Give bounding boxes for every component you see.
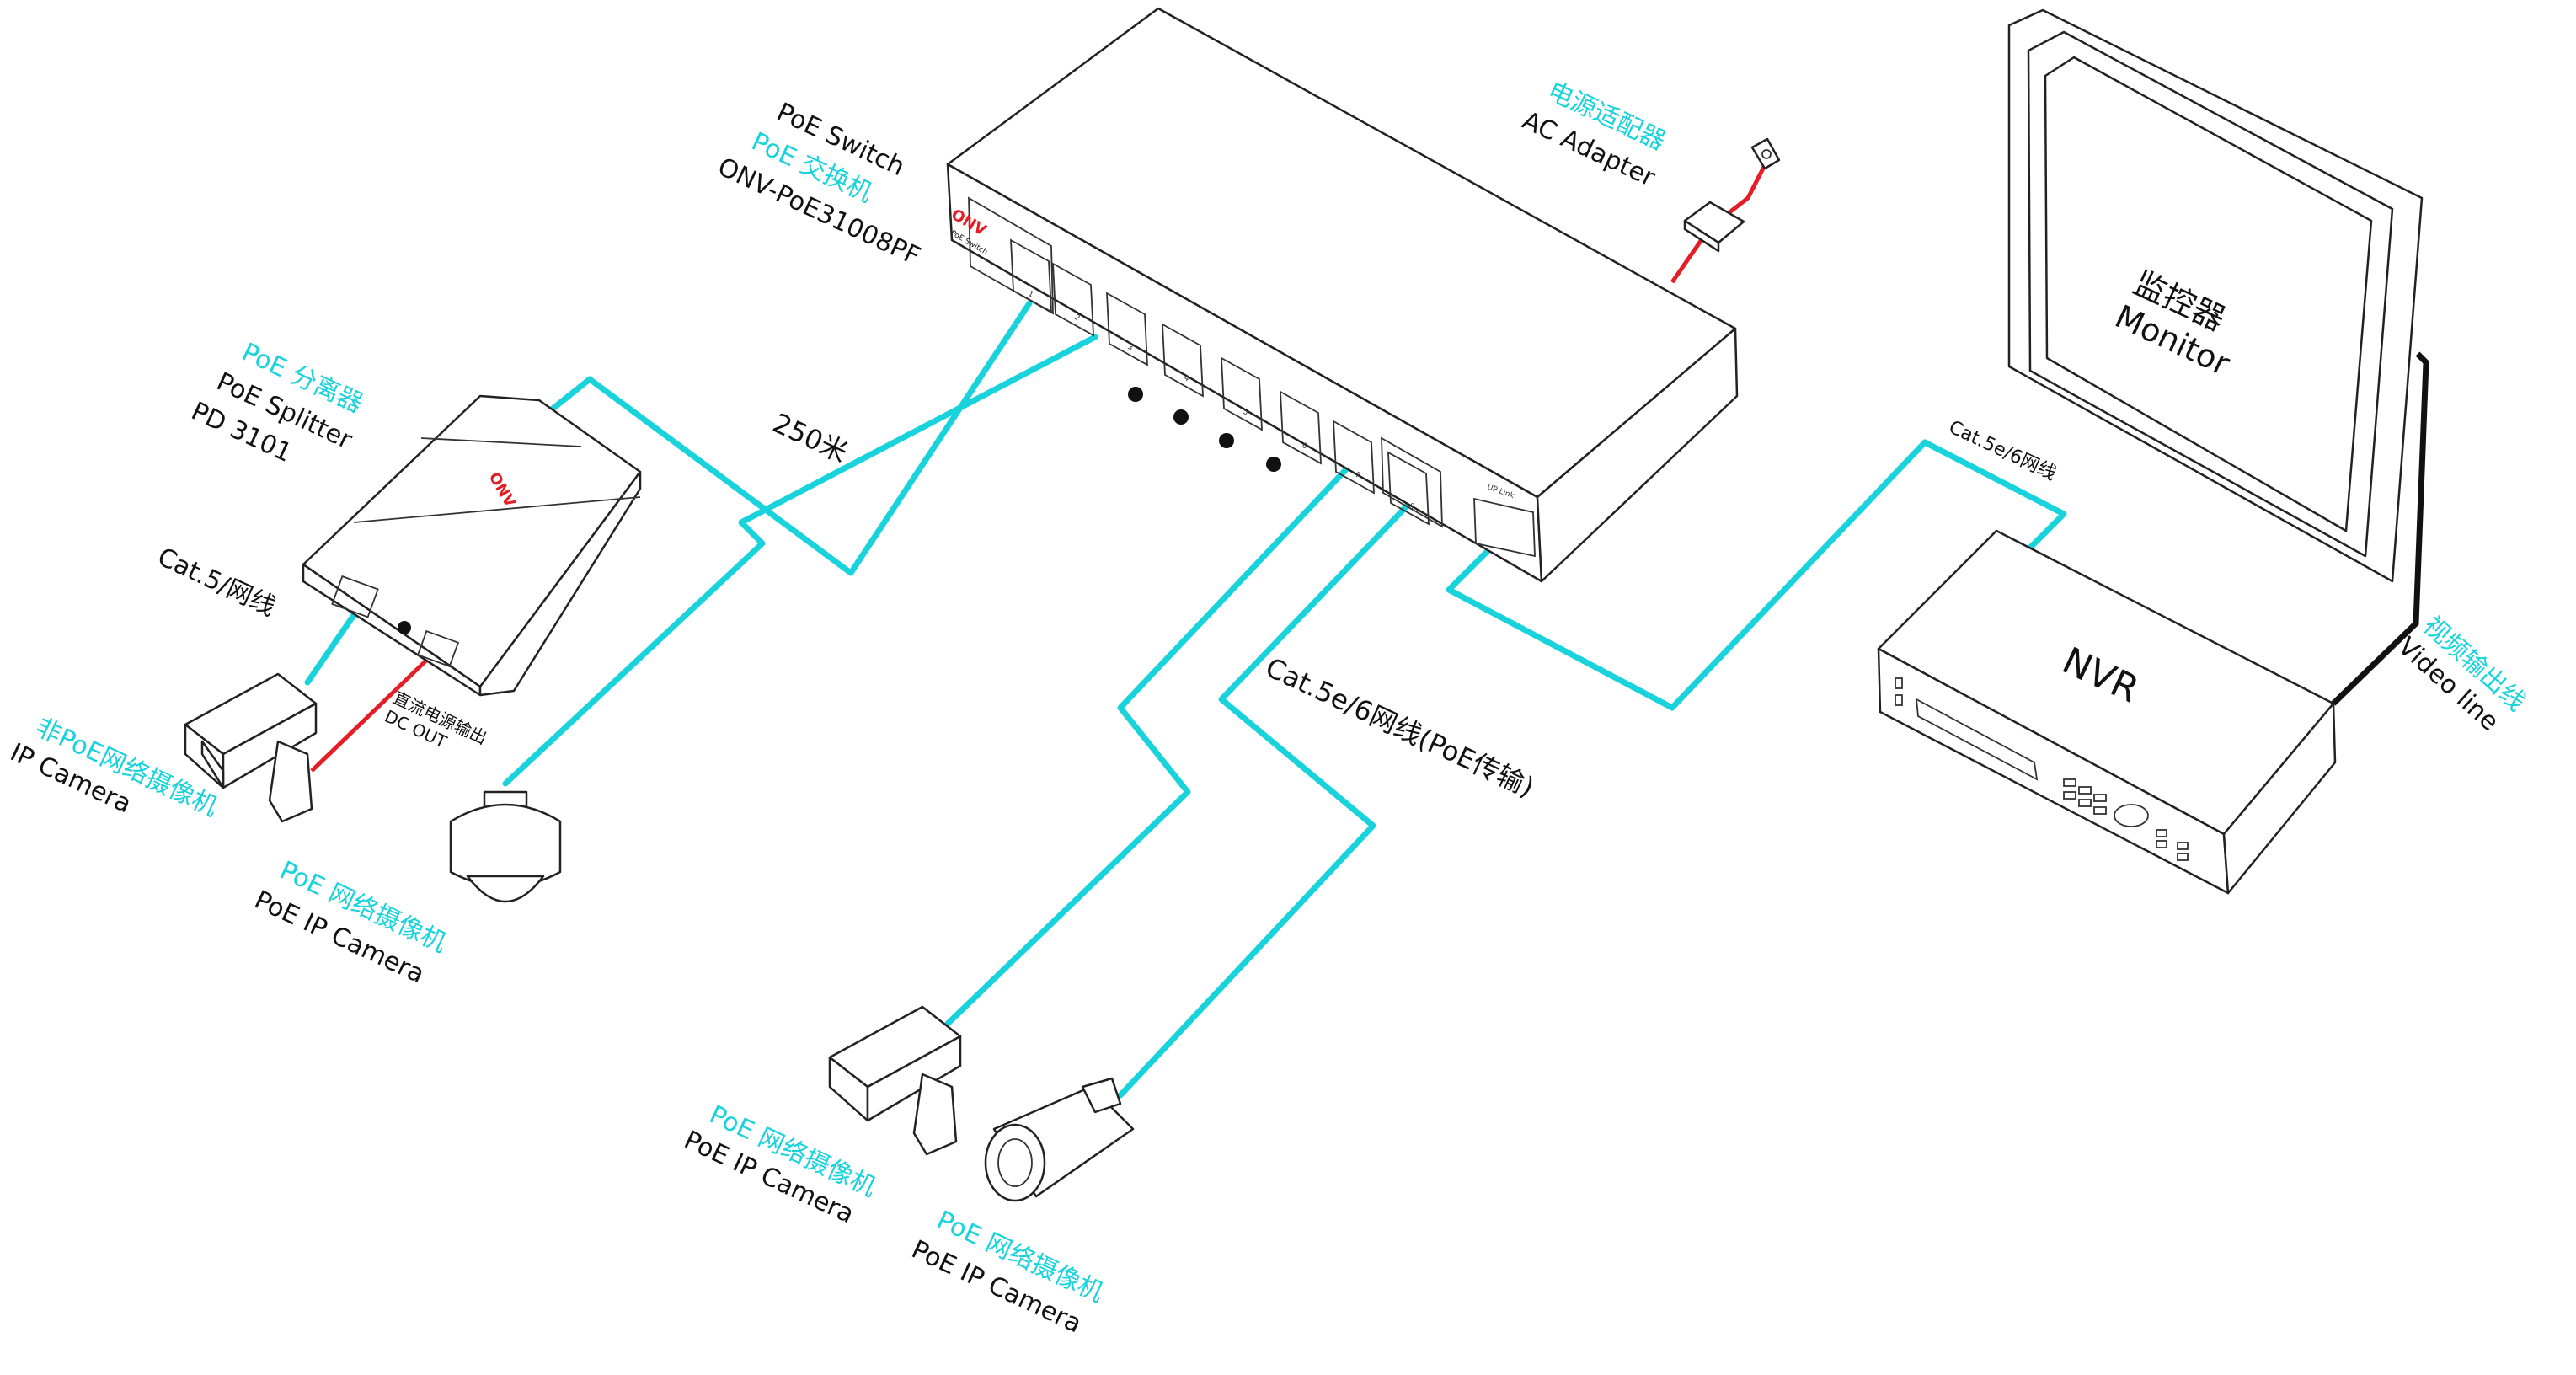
svg-text:4: 4 bbox=[1183, 374, 1191, 384]
svg-text:1: 1 bbox=[1027, 290, 1035, 300]
poe-bullet-camera bbox=[984, 1077, 1135, 1202]
ac-adapter bbox=[1683, 137, 1781, 253]
nvr bbox=[1877, 529, 2337, 895]
switch-ports bbox=[968, 196, 1536, 558]
nvr-cable-label: Cat.5e/6网线 bbox=[1945, 417, 2059, 485]
svg-text:7: 7 bbox=[1354, 471, 1362, 481]
poe-splitter: ONV bbox=[302, 394, 642, 697]
splitter-cable-label: Cat.5/网线 bbox=[153, 543, 281, 623]
poe-dome-camera bbox=[449, 790, 562, 903]
cable-port8-bullet-camera bbox=[1117, 490, 1423, 1099]
cable-dc-out bbox=[310, 655, 431, 773]
splitter-dc-port bbox=[416, 629, 460, 668]
svg-text:5: 5 bbox=[1242, 408, 1250, 418]
splitter-lan-port bbox=[331, 575, 379, 618]
monitor bbox=[2007, 8, 2424, 583]
cable-video-line bbox=[2331, 351, 2429, 706]
svg-text:6: 6 bbox=[1301, 441, 1309, 452]
non-poe-camera bbox=[184, 672, 318, 823]
svg-text:2: 2 bbox=[1073, 313, 1082, 324]
cable-port7-box-camera bbox=[944, 464, 1351, 1027]
splitter-distance: 250米 bbox=[768, 407, 852, 469]
svg-text:3: 3 bbox=[1126, 343, 1135, 353]
switch-leds bbox=[1128, 387, 1281, 472]
poe-switch: 1 2 3 4 5 6 7 8 UP Link ONV PoE Switch bbox=[946, 7, 1739, 583]
cable-uplink-nvr bbox=[1446, 439, 2067, 711]
splitter-led bbox=[398, 621, 411, 634]
cable-port1-splitter bbox=[544, 300, 1033, 576]
poe-box-camera bbox=[828, 1005, 962, 1156]
main-cable-label: Cat.5e/6网线(PoE传输) bbox=[1261, 651, 1539, 804]
cable-port2-dome-camera bbox=[502, 334, 1098, 787]
svg-text:8: 8 bbox=[1408, 502, 1416, 512]
cable-splitter-ip-camera bbox=[304, 612, 357, 686]
